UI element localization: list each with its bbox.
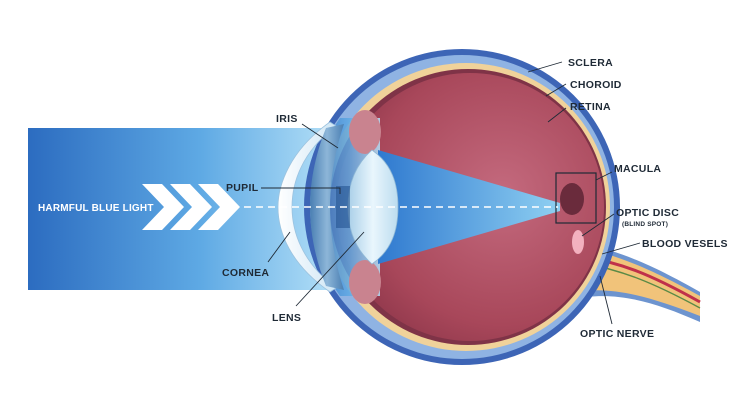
macula-box: [555, 172, 597, 224]
retina-leader: [547, 107, 567, 123]
choroid-leader: [545, 83, 567, 97]
label-choroid: CHOROID: [570, 79, 622, 91]
chevron-right-icon: [198, 184, 240, 230]
optic-disc-leader: [581, 213, 615, 237]
label-blood-vessels: BLOOD VESELS: [642, 238, 728, 250]
label-blind-spot: (BLIND SPOT): [622, 221, 668, 228]
label-optic-nerve: OPTIC NERVE: [580, 328, 654, 340]
label-pupil: PUPIL: [226, 182, 259, 194]
sclera-leader: [527, 61, 563, 73]
label-lens: LENS: [272, 312, 301, 324]
cornea-leader: [267, 231, 291, 263]
label-sclera: SCLERA: [568, 57, 613, 69]
chevron-right-icon: [170, 184, 212, 230]
label-cornea: CORNEA: [222, 267, 269, 279]
optic-nerve-leader: [599, 275, 613, 325]
label-optic-disc: OPTIC DISC: [616, 207, 679, 219]
iris-leader: [301, 123, 339, 149]
macula-leader: [595, 171, 613, 181]
label-retina: RETINA: [570, 101, 611, 113]
blood-vessels-leader: [601, 242, 641, 255]
harmful-blue-light-label: HARMFUL BLUE LIGHT: [38, 203, 154, 214]
label-iris: IRIS: [276, 113, 298, 125]
macula: [560, 183, 584, 215]
ciliary-body-bottom: [349, 260, 381, 304]
pupil-leader: [261, 187, 341, 194]
cornea: [277, 121, 337, 293]
label-macula: MACULA: [614, 163, 661, 175]
optic-disc: [572, 230, 584, 254]
iris: [310, 124, 344, 290]
chevron-right-icon: [142, 184, 184, 230]
lens-leader: [295, 231, 365, 307]
focused-light-cone: [378, 150, 560, 264]
ciliary-body-top: [349, 110, 381, 154]
